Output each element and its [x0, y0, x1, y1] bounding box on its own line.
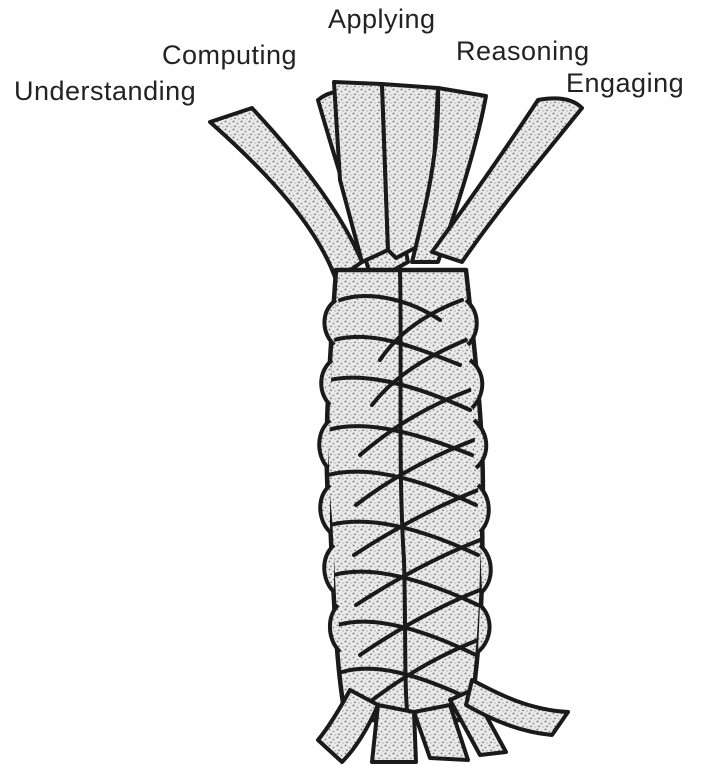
label-computing: Computing [162, 40, 297, 71]
label-engaging: Engaging [566, 68, 684, 99]
label-applying: Applying [328, 4, 436, 35]
label-understanding: Understanding [14, 76, 196, 107]
braid-body [319, 270, 491, 720]
label-reasoning: Reasoning [456, 36, 590, 67]
